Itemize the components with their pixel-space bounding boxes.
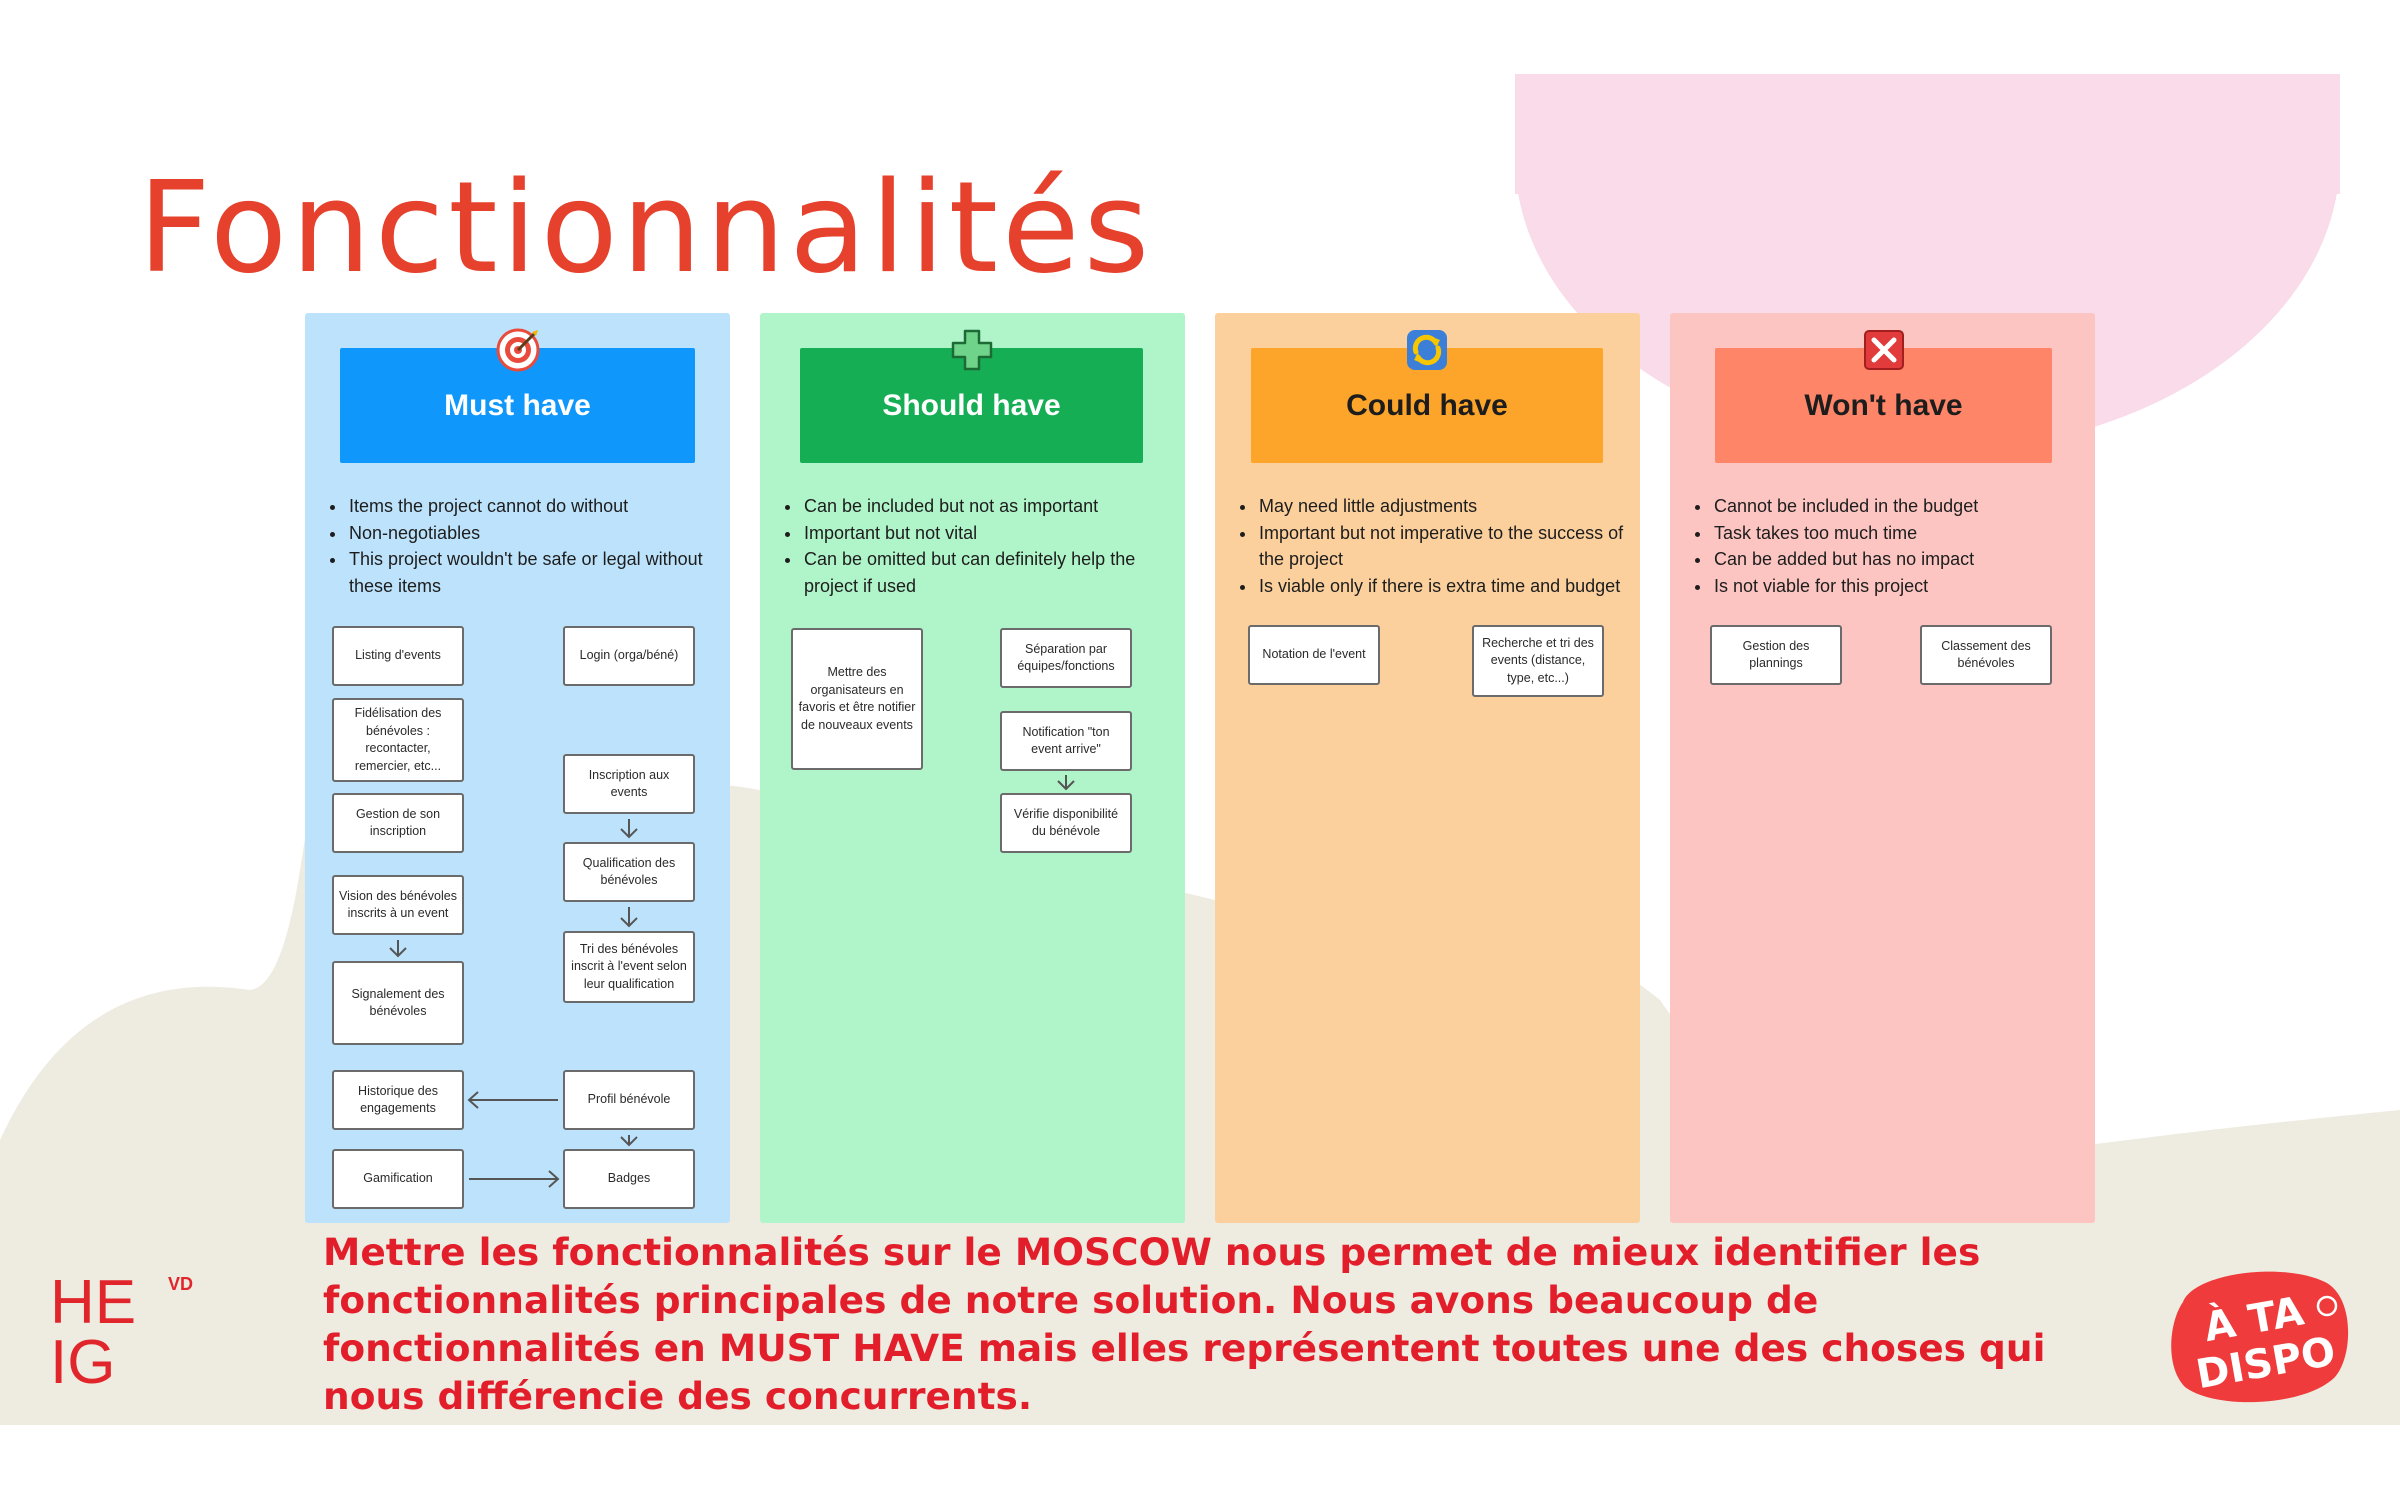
box-gestion-inscription: Gestion de son inscription: [332, 793, 464, 853]
target-icon: [496, 328, 540, 372]
heig-vd-logo: HE VD IG: [50, 1268, 210, 1388]
wont-have-bullets: Cannot be included in the budget Task ta…: [1692, 493, 2081, 599]
must-have-title: Must have: [444, 388, 591, 422]
box-separation: Séparation par équipes/fonctions: [1000, 628, 1132, 688]
box-notation: Notation de l'event: [1248, 625, 1380, 685]
should-have-title: Should have: [882, 388, 1061, 422]
list-item: May need little adjustments: [1257, 493, 1626, 520]
caption-text: Mettre les fonctionnalités sur le MOSCOW…: [323, 1230, 2046, 1418]
list-item: Important but not imperative to the succ…: [1257, 520, 1626, 573]
could-have-title: Could have: [1346, 388, 1508, 422]
box-signalement: Signalement des bénévoles: [332, 961, 464, 1045]
list-item: Cannot be included in the budget: [1712, 493, 2081, 520]
column-should-have: Should have Can be included but not as i…: [760, 313, 1185, 1223]
plus-icon: [950, 328, 994, 372]
column-must-have: Must have Items the project cannot do wi…: [305, 313, 730, 1223]
box-historique: Historique des engagements: [332, 1070, 464, 1130]
list-item: Important but not vital: [802, 520, 1171, 547]
cross-mark-icon: [1862, 328, 1906, 372]
list-item: Can be included but not as important: [802, 493, 1171, 520]
should-have-bullets: Can be included but not as important Imp…: [782, 493, 1171, 599]
box-gestion-plannings: Gestion des plannings: [1710, 625, 1842, 685]
list-item: Non-negotiables: [347, 520, 716, 547]
must-have-bullets: Items the project cannot do without Non-…: [327, 493, 716, 599]
list-item: Can be omitted but can definitely help t…: [802, 546, 1171, 599]
box-qualification: Qualification des bénévoles: [563, 842, 695, 902]
box-classement: Classement des bénévoles: [1920, 625, 2052, 685]
column-could-have: Could have May need little adjustments I…: [1215, 313, 1640, 1223]
list-item: Task takes too much time: [1712, 520, 2081, 547]
could-have-header: Could have: [1251, 330, 1603, 463]
box-notification: Notification "ton event arrive": [1000, 711, 1132, 771]
list-item: Can be added but has no impact: [1712, 546, 2081, 573]
must-have-header: Must have: [340, 328, 695, 463]
box-verifie: Vérifie disponibilité du bénévole: [1000, 793, 1132, 853]
list-item: Is viable only if there is extra time an…: [1257, 573, 1626, 600]
wont-have-title: Won't have: [1804, 388, 1963, 422]
box-profil: Profil bénévole: [563, 1070, 695, 1130]
box-vision-benevoles: Vision des bénévoles inscrits à un event: [332, 875, 464, 935]
box-listing-events: Listing d'events: [332, 626, 464, 686]
list-item: This project wouldn't be safe or legal w…: [347, 546, 716, 599]
page-title: Fonctionnalités: [138, 154, 1154, 301]
refresh-icon: [1405, 328, 1449, 372]
list-item: Items the project cannot do without: [347, 493, 716, 520]
box-gamification: Gamification: [332, 1149, 464, 1209]
box-badges: Badges: [563, 1149, 695, 1209]
bottom-strip: [0, 1425, 2400, 1500]
should-have-header: Should have: [800, 329, 1143, 463]
heig-logo-line2: IG: [50, 1328, 115, 1388]
box-login: Login (orga/béné): [563, 626, 695, 686]
box-inscription-events: Inscription aux events: [563, 754, 695, 814]
heig-logo-superscript: VD: [168, 1274, 193, 1294]
box-tri-benevoles: Tri des bénévoles inscrit à l'event selo…: [563, 931, 695, 1003]
heig-logo-line1: HE: [50, 1268, 136, 1337]
could-have-bullets: May need little adjustments Important bu…: [1237, 493, 1626, 599]
smiley-icon: [2316, 1295, 2338, 1317]
box-recherche: Recherche et tri des events (distance, t…: [1472, 625, 1604, 697]
a-ta-dispo-logo: À TA DISPO: [2165, 1262, 2355, 1412]
column-wont-have: Won't have Cannot be included in the bud…: [1670, 313, 2095, 1223]
box-fidelisation: Fidélisation des bénévoles : recontacter…: [332, 698, 464, 782]
wont-have-header: Won't have: [1715, 330, 2052, 463]
box-favoris: Mettre des organisateurs en favoris et ê…: [791, 628, 923, 770]
list-item: Is not viable for this project: [1712, 573, 2081, 600]
